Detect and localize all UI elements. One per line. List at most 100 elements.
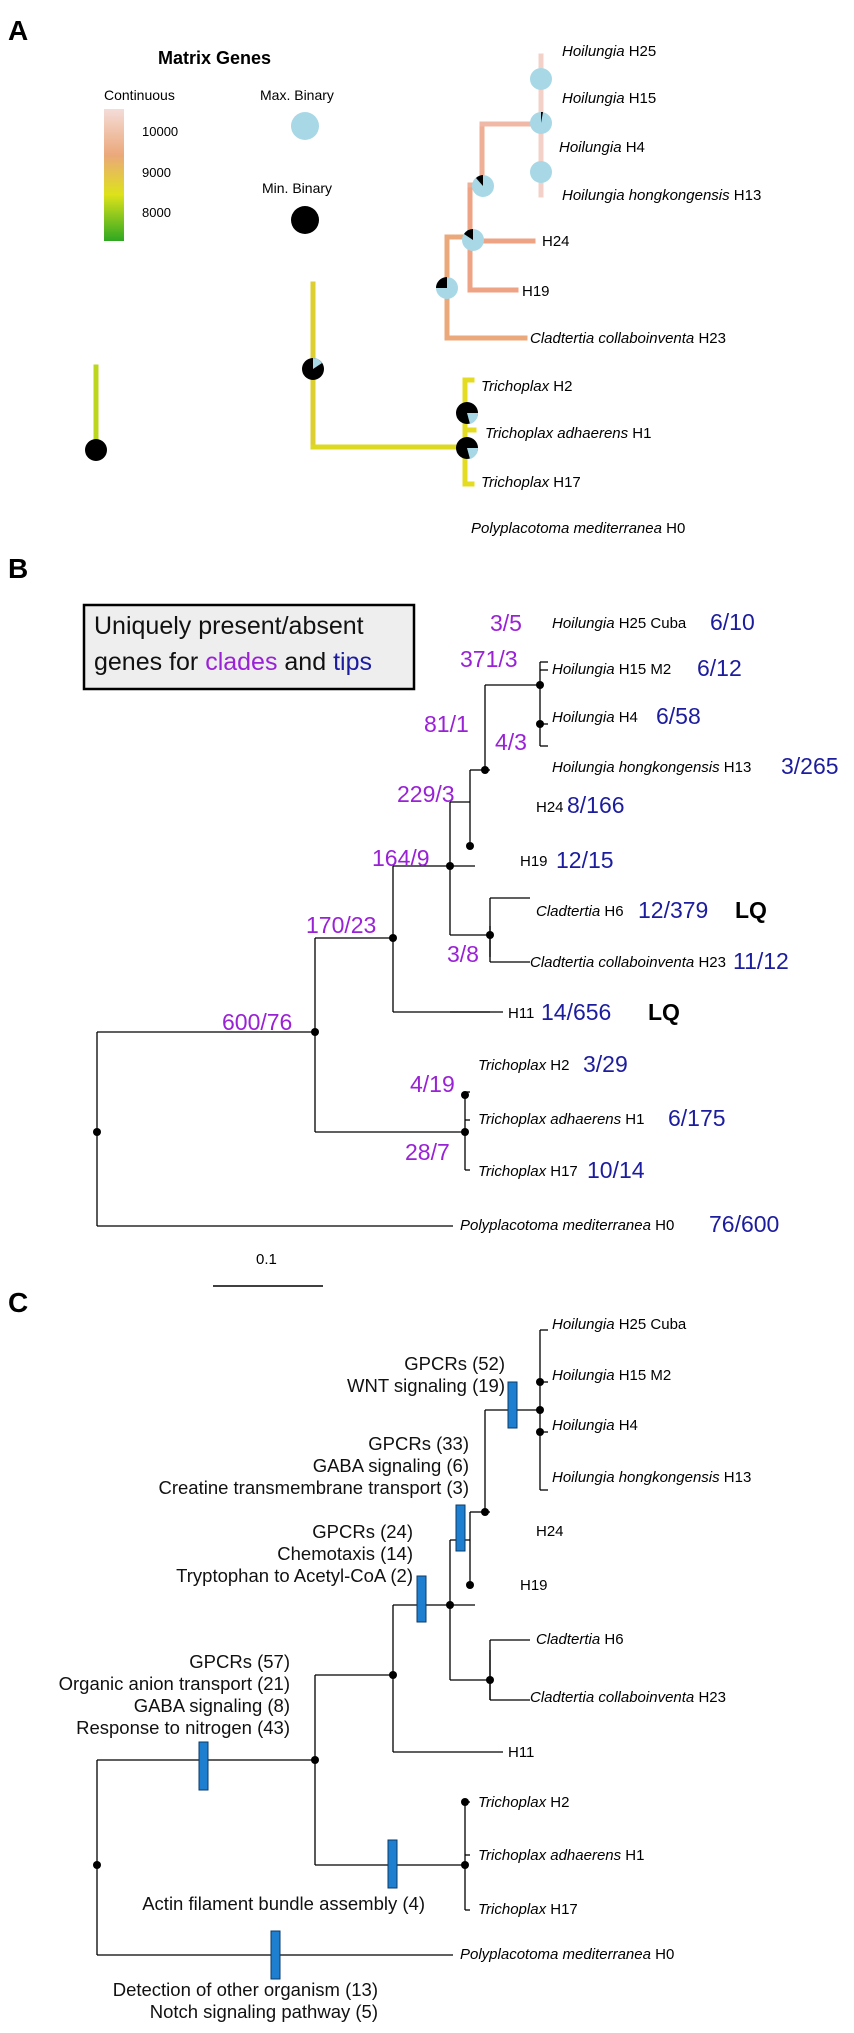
- b-clade-count-n8: 3/8: [447, 941, 479, 967]
- c-bar-h0: [270, 1930, 281, 1980]
- svg-text:12/15: 12/15: [556, 847, 614, 873]
- c-bar-n2: [416, 1575, 427, 1623]
- svg-text:GPCRs (57): GPCRs (57): [189, 1651, 290, 1672]
- svg-text:H24: H24: [536, 799, 564, 816]
- b-tip-h25: Hoilungia H25 Cuba 6/10: [552, 609, 755, 635]
- c-tip-h25: Hoilungia H25 Cuba: [552, 1316, 687, 1333]
- c-tip-h15: Hoilungia H15 M2: [552, 1367, 671, 1384]
- b-tip-h1: Trichoplax adhaerens H1 6/175: [478, 1105, 726, 1131]
- svg-text:11/12: 11/12: [733, 948, 789, 974]
- a-node-hoil3: [530, 161, 552, 183]
- c-tip-h2: Trichoplax H2: [478, 1794, 569, 1811]
- legend-max-binary-label: Max. Binary: [260, 87, 334, 103]
- c-tip-h1: Trichoplax adhaerens H1: [478, 1847, 644, 1864]
- c-annotation-trich: Actin filament bundle assembly (4): [142, 1893, 425, 1914]
- legend-min-binary-label: Min. Binary: [262, 180, 332, 196]
- c-annotation-n1: GPCRs (57) Organic anion transport (21) …: [59, 1651, 290, 1738]
- b-tip-h6: Cladtertia H6 12/379 LQ: [536, 897, 767, 923]
- c-tip-h19: H19: [520, 1577, 548, 1594]
- c-tip-h11: H11: [508, 1744, 534, 1761]
- panel-label-b: B: [8, 553, 28, 584]
- c-annotation-hoil: GPCRs (52) WNT signaling (19): [347, 1353, 505, 1396]
- a-tip-h19: H19: [522, 283, 550, 300]
- panel-b-tree: Uniquely present/absent genes for clades…: [82, 603, 839, 1287]
- svg-text:Trichoplax H2: Trichoplax H2: [478, 1057, 569, 1074]
- a-node-hoil1: [530, 68, 552, 90]
- svg-text:Trichoplax adhaerens H1: Trichoplax adhaerens H1: [478, 1111, 644, 1128]
- svg-text:Tryptophan to Acetyl-CoA (2): Tryptophan to Acetyl-CoA (2): [176, 1565, 413, 1586]
- b-tip-h4: Hoilungia H4 6/58: [552, 703, 701, 729]
- b-clade-count-n4: 81/1: [424, 711, 469, 737]
- b-tip-h0: Polyplacotoma mediterranea H0 76/600: [460, 1211, 779, 1237]
- a-tip-h23: Cladtertia collaboinventa H23: [530, 330, 726, 347]
- svg-text:Hoilungia H25 Cuba: Hoilungia H25 Cuba: [552, 615, 687, 632]
- svg-text:GABA signaling (6): GABA signaling (6): [313, 1455, 469, 1476]
- b-clade-count-n1: 170/23: [306, 912, 376, 938]
- a-tip-h0: Polyplacotoma mediterranea H0: [471, 520, 685, 537]
- svg-text:Hoilungia hongkongensis H13: Hoilungia hongkongensis H13: [552, 759, 751, 776]
- svg-text:WNT signaling (19): WNT signaling (19): [347, 1375, 505, 1396]
- svg-text:GPCRs (52): GPCRs (52): [404, 1353, 505, 1374]
- a-tip-h25: Hoilungia H25: [562, 43, 656, 60]
- c-annotation-n2: GPCRs (24) Chemotaxis (14) Tryptophan to…: [176, 1521, 413, 1586]
- c-bar-trich: [387, 1839, 398, 1889]
- b-tip-h11: H11 14/656 LQ: [508, 999, 680, 1025]
- a-tip-h13: Hoilungia hongkongensis H13: [562, 187, 761, 204]
- svg-text:6/58: 6/58: [656, 703, 701, 729]
- a-tip-h15: Hoilungia H15: [562, 90, 656, 107]
- svg-text:Chemotaxis (14): Chemotaxis (14): [277, 1543, 413, 1564]
- b-clade-count-n5: 371/3: [460, 646, 518, 672]
- legend-min-binary-dot: [291, 206, 319, 234]
- b-clade-count-n6: 3/5: [490, 610, 522, 636]
- legend-tick-10000: 10000: [142, 124, 178, 139]
- c-annotation-n3: GPCRs (33) GABA signaling (6) Creatine t…: [158, 1433, 469, 1498]
- svg-text:LQ: LQ: [648, 999, 680, 1025]
- c-bar-hoil: [507, 1381, 518, 1429]
- b-tip-h13: Hoilungia hongkongensis H13 3/265: [552, 753, 839, 779]
- c-tip-h23: Cladtertia collaboinventa H23: [530, 1689, 726, 1706]
- a-node-n1: [302, 358, 324, 380]
- svg-text:GABA signaling (8): GABA signaling (8): [134, 1695, 290, 1716]
- svg-text:14/656: 14/656: [541, 999, 611, 1025]
- b-clade-count-n9: 4/19: [410, 1071, 455, 1097]
- svg-text:LQ: LQ: [735, 897, 767, 923]
- b-tip-h23: Cladtertia collaboinventa H23 11/12: [530, 948, 789, 974]
- a-node-hoil2: [530, 111, 552, 134]
- b-tip-h2: Trichoplax H2 3/29: [478, 1051, 628, 1077]
- panel-c-tree: GPCRs (52) WNT signaling (19) GPCRs (33)…: [59, 1316, 752, 2022]
- c-annotation-h0: Detection of other organism (13) Notch s…: [113, 1979, 378, 2022]
- b-clade-count-root: 600/76: [222, 1009, 292, 1035]
- b-tip-h24: H24 8/166: [536, 792, 625, 818]
- panel-label-a: A: [8, 15, 28, 46]
- svg-text:GPCRs (33): GPCRs (33): [368, 1433, 469, 1454]
- a-tip-h1: Trichoplax adhaerens H1: [485, 425, 651, 442]
- b-tip-h19: H19 12/15: [520, 847, 614, 873]
- b-tip-h17: Trichoplax H17 10/14: [478, 1157, 645, 1183]
- c-tip-h24: H24: [536, 1523, 564, 1540]
- svg-text:H11: H11: [508, 1005, 534, 1022]
- svg-text:6/10: 6/10: [710, 609, 755, 635]
- svg-text:Trichoplax H17: Trichoplax H17: [478, 1163, 578, 1180]
- legend-title: Matrix Genes: [158, 48, 271, 68]
- a-node-n3: [462, 229, 484, 251]
- a-node-trich2: [456, 437, 479, 459]
- svg-text:6/12: 6/12: [697, 655, 742, 681]
- svg-text:Hoilungia H4: Hoilungia H4: [552, 709, 638, 726]
- svg-text:6/175: 6/175: [668, 1105, 726, 1131]
- b-tip-h15: Hoilungia H15 M2 6/12: [552, 655, 742, 681]
- svg-text:Detection of other organism (1: Detection of other organism (13): [113, 1979, 378, 2000]
- svg-text:GPCRs (24): GPCRs (24): [312, 1521, 413, 1542]
- a-tip-h4: Hoilungia H4: [559, 139, 645, 156]
- b-legend-line2: genes for clades and tips: [94, 648, 372, 676]
- svg-text:Polyplacotoma mediterranea H0: Polyplacotoma mediterranea H0: [460, 1217, 674, 1234]
- c-tip-h6: Cladtertia H6: [536, 1631, 624, 1648]
- panel-a-tree: Matrix Genes Continuous 10000 9000 8000 …: [85, 43, 761, 537]
- b-clade-count-n7: 4/3: [495, 729, 527, 755]
- a-node-n2: [436, 277, 458, 299]
- svg-text:10/14: 10/14: [587, 1157, 645, 1183]
- a-tip-h24: H24: [542, 233, 570, 250]
- legend-max-binary-dot: [291, 112, 319, 140]
- c-tip-h4: Hoilungia H4: [552, 1417, 638, 1434]
- a-node-n4: [472, 175, 494, 197]
- svg-text:H19: H19: [520, 853, 548, 870]
